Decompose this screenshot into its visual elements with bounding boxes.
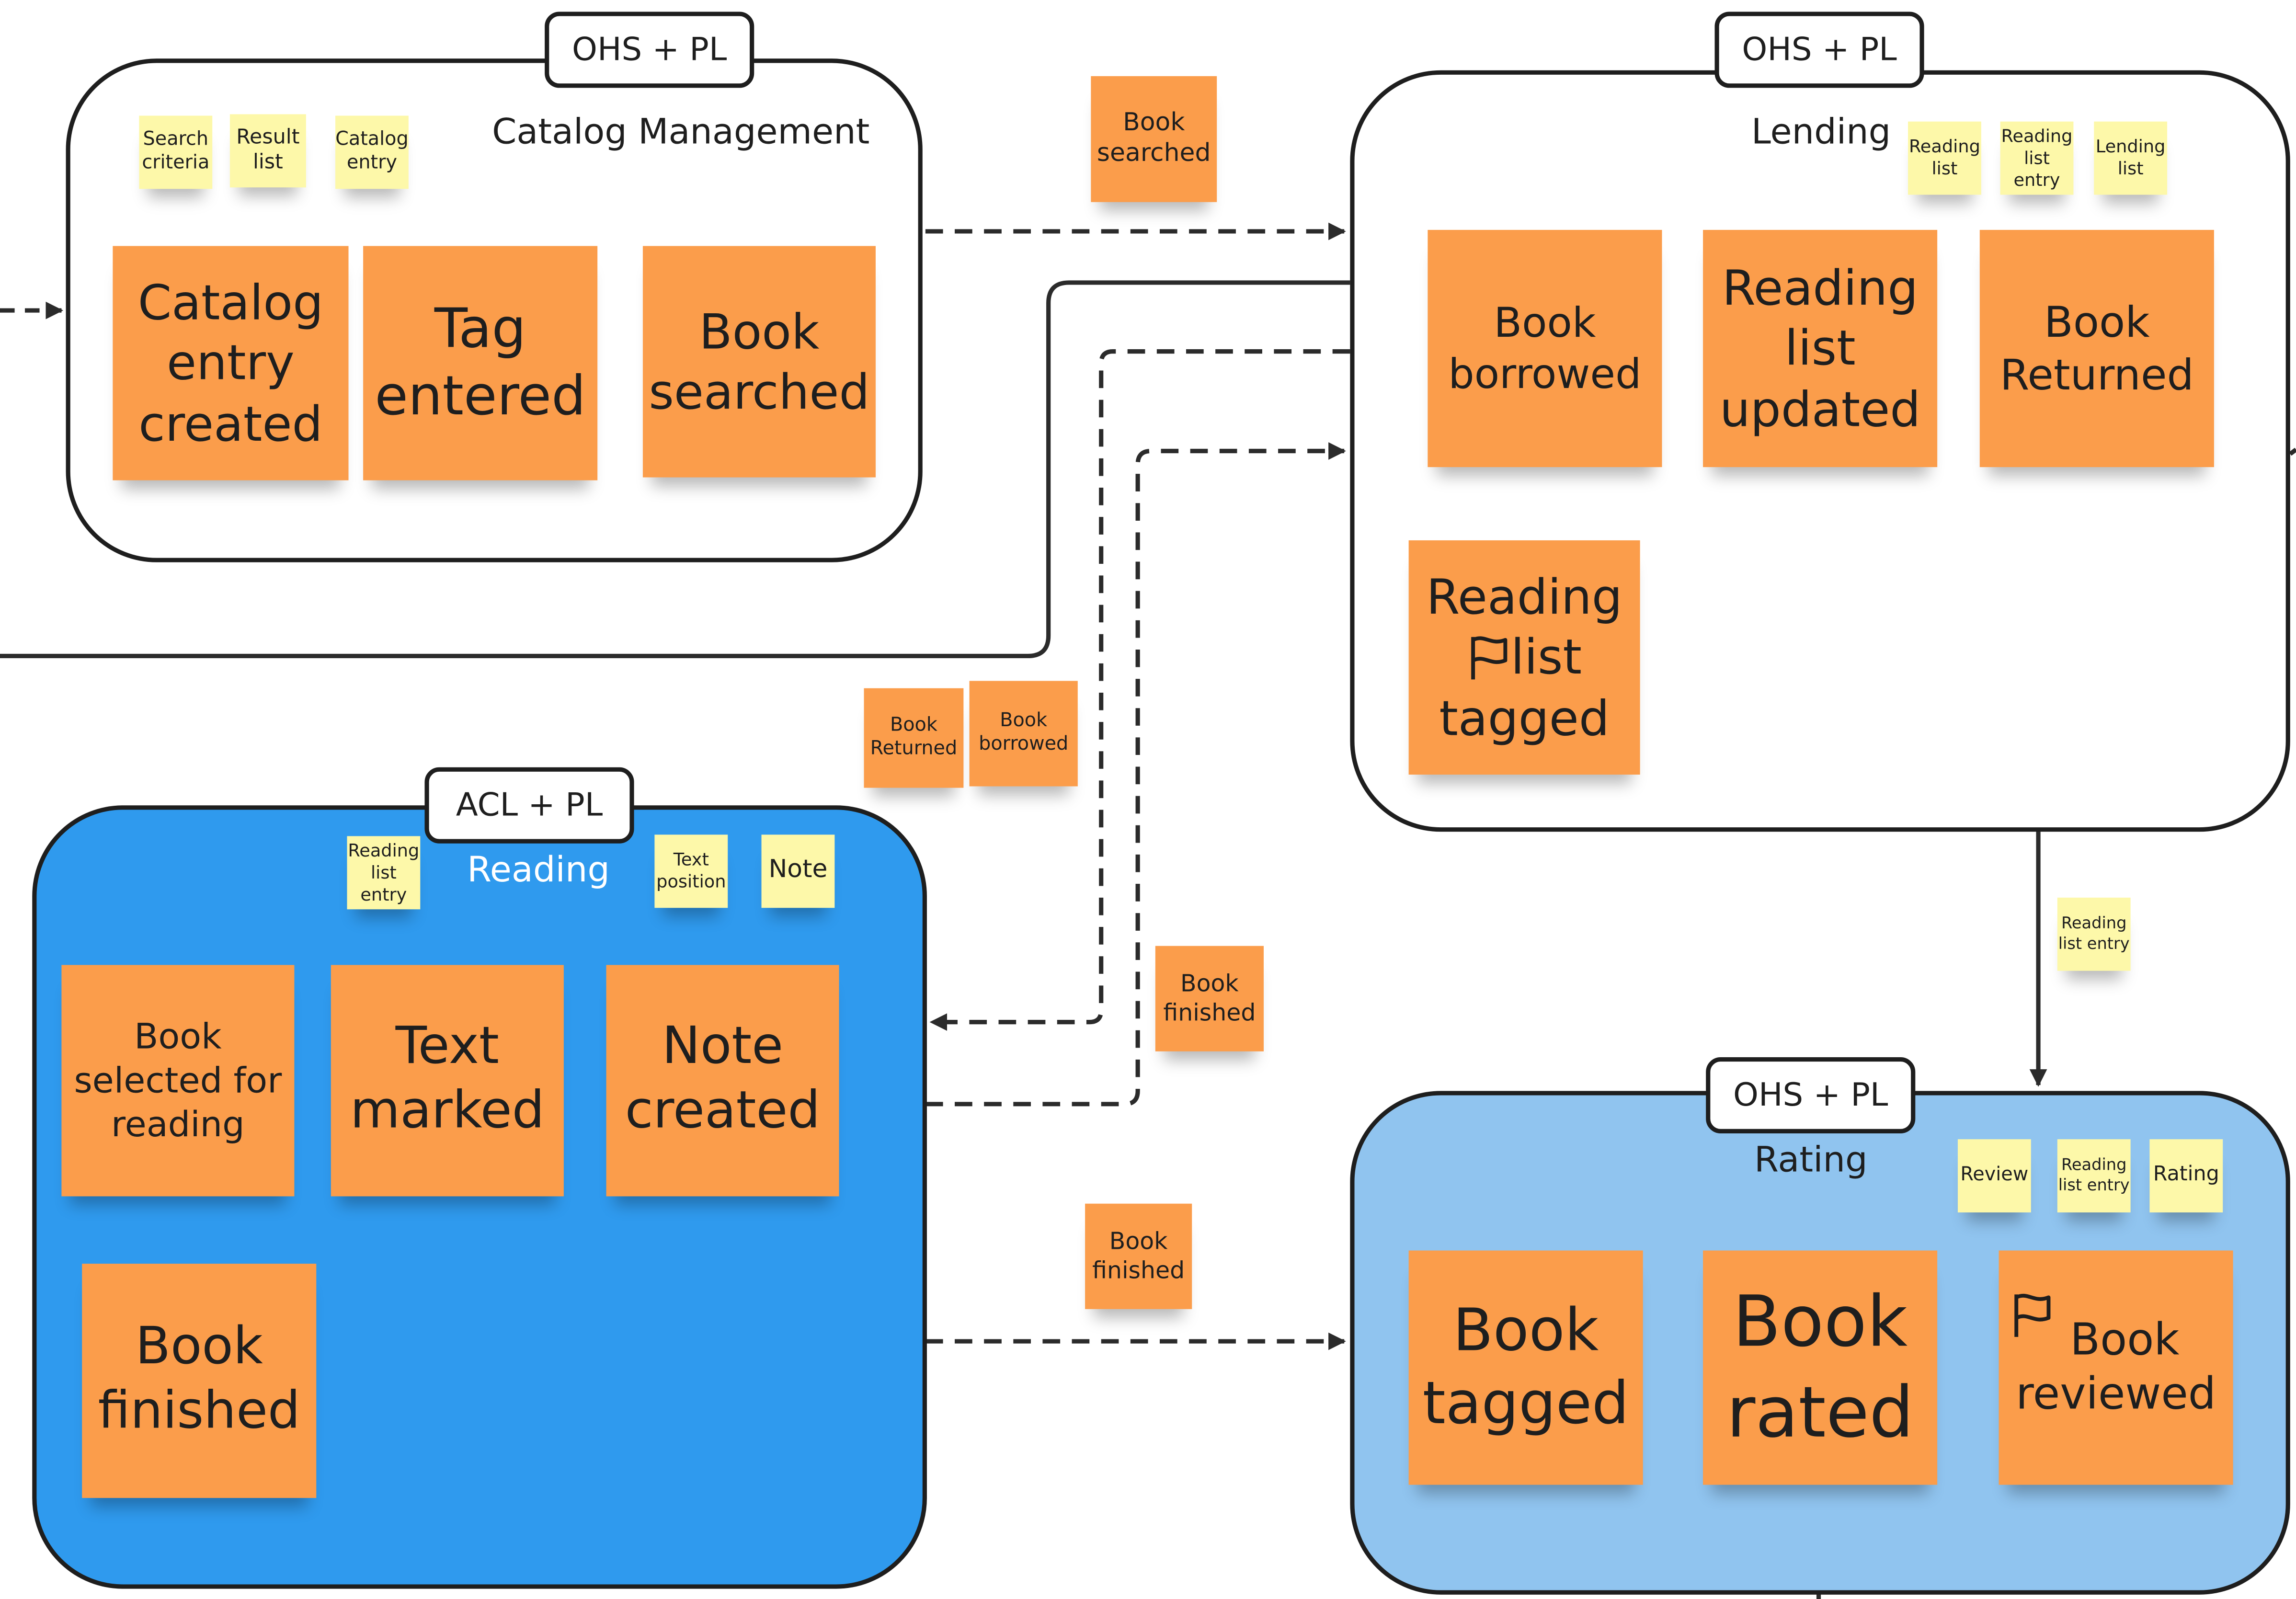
- model-catalog-entry: Catalog entry: [335, 115, 409, 189]
- arrow-lending-to-reading: [929, 349, 1350, 1031]
- message-book-returned: Book Returned: [864, 688, 964, 788]
- event-tag-entered: Tag entered: [363, 246, 598, 480]
- line-lending-to-left: [0, 280, 1350, 659]
- model-result-list: Result list: [229, 114, 306, 188]
- model-reading-list-entry: Reading list entry: [2057, 1139, 2131, 1213]
- model-text-position: Text position: [654, 834, 728, 908]
- flag-icon: [2014, 1293, 2051, 1337]
- flag-icon: [1471, 636, 1507, 680]
- model-lending-list: Lending list: [2094, 121, 2168, 195]
- event-catalog-entry-created: Catalog entry created: [113, 246, 349, 480]
- message-reading-list-entry: Reading list entry: [2057, 897, 2131, 971]
- message-book-finished: Book finished: [1085, 1203, 1192, 1309]
- catalog-pattern-badge: OHS + PL: [545, 11, 754, 88]
- model-search-criteria: Search criteria: [139, 115, 213, 189]
- message-book-finished: Book finished: [1155, 946, 1264, 1051]
- catalog-context-title: Catalog Management: [492, 111, 870, 152]
- event-book-selected-for-reading: Book selected for reading: [61, 965, 295, 1197]
- reading-context-title: Reading: [467, 849, 610, 891]
- lending-context-title: Lending: [1751, 111, 1891, 152]
- rating-pattern-badge: OHS + PL: [1706, 1057, 1916, 1133]
- event-book-finished: Book finished: [82, 1264, 317, 1498]
- model-reading-list-entry: Reading list entry: [347, 836, 421, 910]
- arrow-reading-to-lending: [925, 442, 1346, 1107]
- model-reading-list: Reading list: [1908, 121, 1981, 195]
- event-book-reviewed: Book reviewed: [1999, 1250, 2233, 1485]
- model-reading-list-entry: Reading list entry: [2000, 121, 2074, 195]
- lending-pattern-badge: OHS + PL: [1714, 11, 1924, 88]
- model-note: Note: [761, 834, 835, 908]
- event-book-returned: Book Returned: [1979, 229, 2214, 468]
- reading-pattern-badge: ACL + PL: [424, 767, 634, 844]
- event-book-tagged: Book tagged: [1408, 1250, 1643, 1485]
- event-note-created: Note created: [606, 965, 839, 1197]
- rating-context-title: Rating: [1754, 1139, 1868, 1180]
- event-reading-list-updated: Reading list updated: [1703, 229, 1938, 468]
- model-rating: Rating: [2149, 1139, 2223, 1213]
- event-reading-list-tagged: Reading list tagged: [1408, 540, 1640, 775]
- line-right-edge: [2289, 447, 2296, 456]
- message-book-borrowed: Book borrowed: [969, 681, 1078, 787]
- event-book-rated: Book rated: [1703, 1250, 1938, 1485]
- model-review: Review: [1957, 1139, 2031, 1213]
- event-book-searched: Book searched: [642, 246, 876, 478]
- message-book-searched: Book searched: [1091, 76, 1217, 202]
- event-text-marked: Text marked: [331, 965, 564, 1197]
- event-book-borrowed: Book borrowed: [1428, 229, 1662, 468]
